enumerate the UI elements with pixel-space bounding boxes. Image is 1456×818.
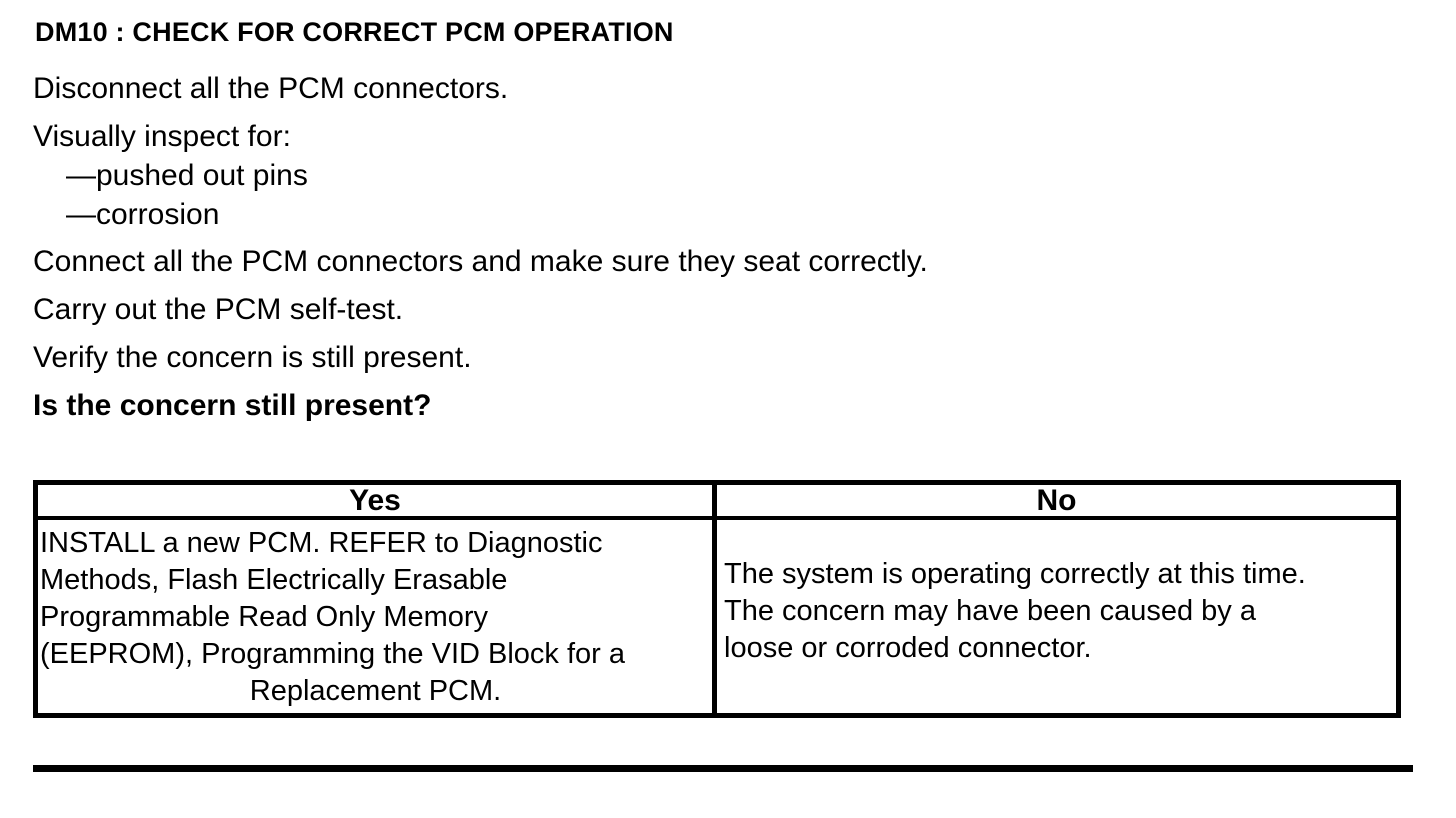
decision-table-header-yes: Yes [38,485,717,516]
page-bottom-rule [33,765,1413,772]
inspect-list-item-1: —pushed out pins [66,159,308,192]
yes-action-line: INSTALL a new PCM. REFER to Diagnostic [40,527,603,559]
no-action-line: The system is operating correctly at thi… [724,557,1306,590]
decision-question: Is the concern still present? [33,389,432,422]
yes-action-line: Replacement PCM. [249,675,502,707]
yes-action-line: Programmable Read Only Memory [40,601,489,633]
decision-table-body-row: INSTALL a new PCM. REFER to Diagnostic M… [38,520,1396,713]
no-action-line: loose or corroded connector. [724,631,1092,664]
inspect-list-item-2: —corrosion [66,198,220,231]
procedure-step-4: Carry out the PCM self-test. [33,293,404,326]
yes-action-cell: INSTALL a new PCM. REFER to Diagnostic M… [38,520,717,713]
yes-action-line: Methods, Flash Electrically Erasable [40,564,508,596]
decision-table-header-row: Yes No [38,485,1396,520]
procedure-heading: DM10 : CHECK FOR CORRECT PCM OPERATION [35,17,674,47]
decision-table: Yes No INSTALL a new PCM. REFER to Diagn… [33,480,1401,718]
yes-action-line: (EEPROM), Programming the VID Block for … [40,638,625,670]
procedure-step-1: Disconnect all the PCM connectors. [33,72,509,105]
procedure-step-3: Connect all the PCM connectors and make … [33,245,928,278]
decision-table-header-no: No [1036,484,1077,517]
no-action-line: The concern may have been caused by a [724,594,1256,627]
no-action-cell: The system is operating correctly at thi… [717,520,1396,710]
procedure-step-5: Verify the concern is still present. [33,341,472,374]
procedure-step-2: Visually inspect for: [33,120,291,153]
